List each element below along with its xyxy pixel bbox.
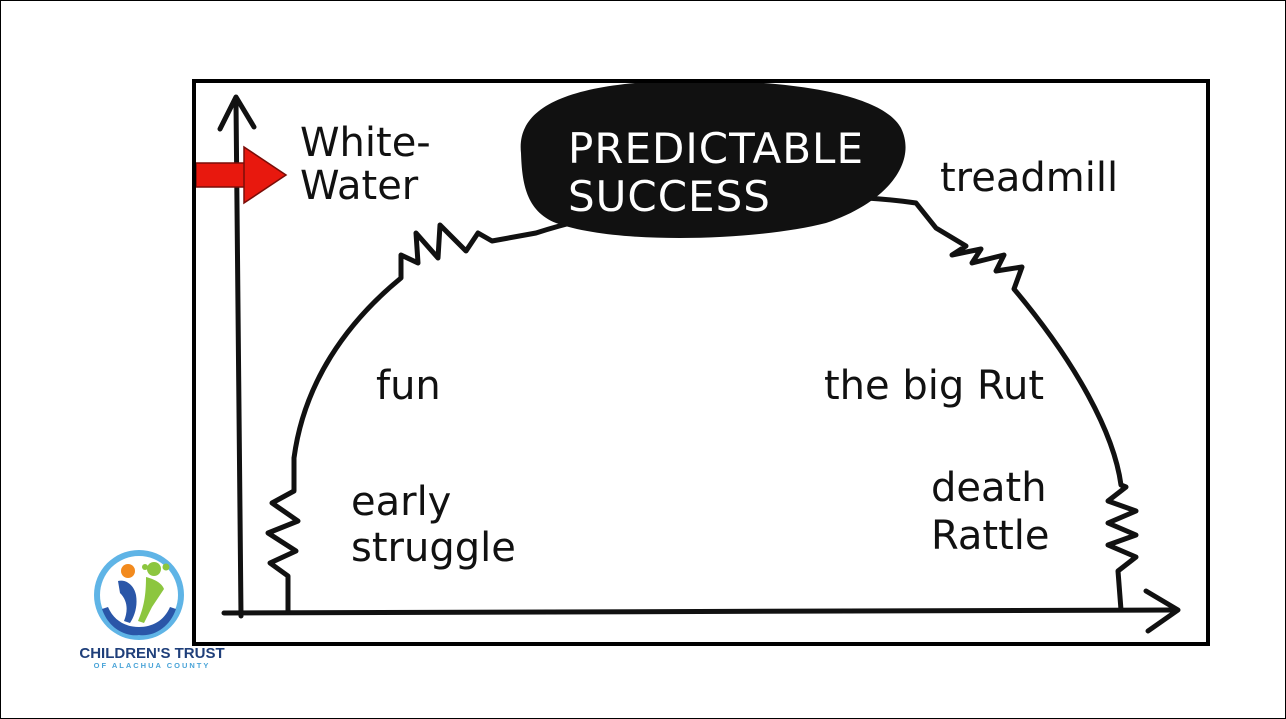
peak-label-line1: PREDICTABLE [568, 124, 864, 173]
lifecycle-diagram: PREDICTABLE SUCCESS White- Water treadmi… [192, 79, 1210, 646]
red-arrow-icon [196, 145, 288, 205]
x-axis-arrowhead [1143, 588, 1181, 634]
y-axis [233, 100, 244, 619]
logo-subtitle: OF ALACHUA COUNTY [93, 661, 211, 670]
label-treadmill: treadmill [940, 155, 1118, 201]
lifecycle-curve-svg: PREDICTABLE SUCCESS White- Water treadmi… [196, 83, 1181, 634]
label-fun: fun [376, 363, 441, 409]
y-axis-arrowhead [217, 94, 257, 132]
label-big-rut: the big Rut [824, 363, 1044, 409]
label-whitewater-line1: White- [300, 120, 431, 166]
peak-label-line2: SUCCESS [568, 172, 771, 221]
logo-title: CHILDREN'S TRUST [79, 645, 225, 662]
predictable-success-blob [520, 83, 906, 239]
label-whitewater-line2: Water [300, 163, 419, 209]
x-axis [221, 607, 1177, 616]
hands-children-logo-icon [94, 550, 184, 640]
label-rattle: Rattle [931, 513, 1050, 559]
label-early: early [351, 479, 451, 525]
label-struggle: struggle [351, 525, 516, 571]
childrens-trust-logo: CHILDREN'S TRUST OF ALACHUA COUNTY [76, 549, 228, 670]
label-death: death [931, 465, 1047, 511]
